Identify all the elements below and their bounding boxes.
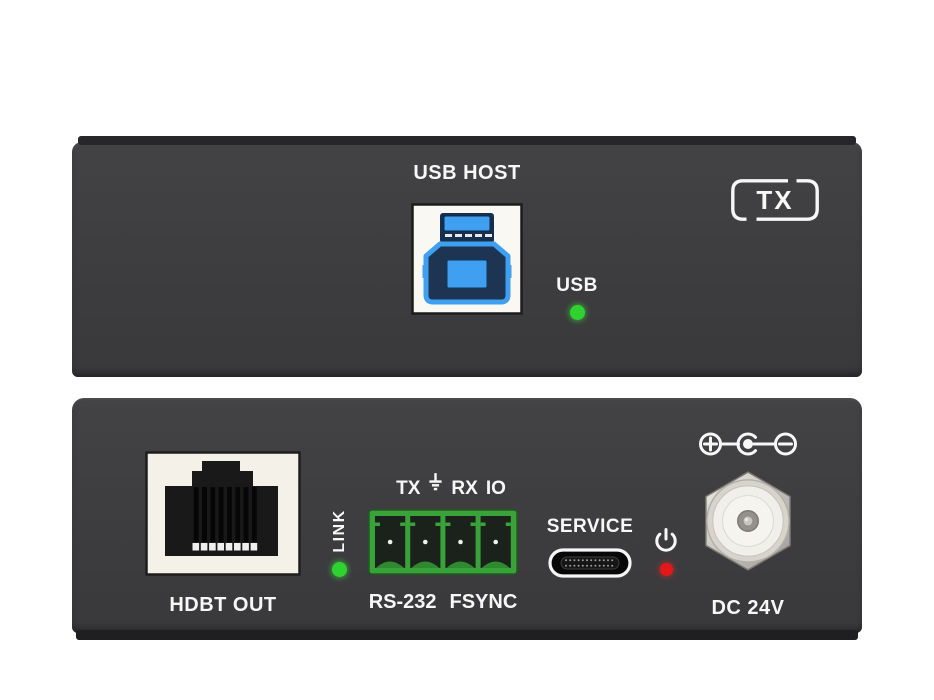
usb-c-port-icon (548, 548, 632, 578)
service-group: SERVICE (520, 516, 660, 583)
dc-power-group: DC 24V (694, 427, 802, 620)
bottom-panel: HDBT OUT LINK TX RX IO (72, 398, 862, 640)
power-led (660, 563, 673, 576)
rs232-terminal-block (368, 509, 518, 575)
hdbt-out-port (145, 451, 301, 576)
top-panel-edge (78, 136, 856, 145)
usb-host-label: USB HOST (413, 162, 521, 184)
terminal-bottom-labels: RS-232 FSYNC (358, 591, 528, 614)
tx-badge: TX (730, 178, 820, 222)
usb-b-port (411, 203, 523, 315)
tx-badge-label: TX (756, 184, 794, 215)
usb-c-service-port (548, 548, 632, 583)
fsync-label: FSYNC (449, 591, 518, 613)
terminal-io-label: IO (485, 478, 506, 499)
service-label: SERVICE (546, 516, 634, 537)
terminal-block-icon (368, 509, 518, 575)
usb-b-port-icon (411, 203, 523, 315)
link-led-label: LINK (331, 509, 348, 553)
hdbt-out-label: HDBT OUT (169, 594, 277, 616)
usb-led-group: USB (537, 275, 617, 320)
top-panel: USB HOST USB (72, 136, 862, 377)
terminal-rx-label: RX (451, 478, 478, 499)
power-icon (653, 527, 679, 553)
dc-power-jack (702, 471, 794, 576)
tx-badge-outline-icon (731, 179, 819, 221)
rs232-label: RS-232 (368, 591, 437, 613)
barrel-jack-icon (705, 471, 791, 571)
usb-led (569, 305, 585, 320)
earth-ground-icon (428, 472, 443, 499)
terminal-tx-label: TX (396, 478, 421, 499)
terminal-top-labels: TX RX IO (376, 472, 526, 500)
bottom-panel-edge (76, 630, 858, 640)
usb-led-label: USB (556, 275, 598, 296)
rj45-port-icon (145, 451, 301, 576)
link-led (332, 562, 347, 577)
dc-polarity-center-positive-icon (694, 427, 802, 466)
dc-24v-label: DC 24V (711, 597, 785, 619)
